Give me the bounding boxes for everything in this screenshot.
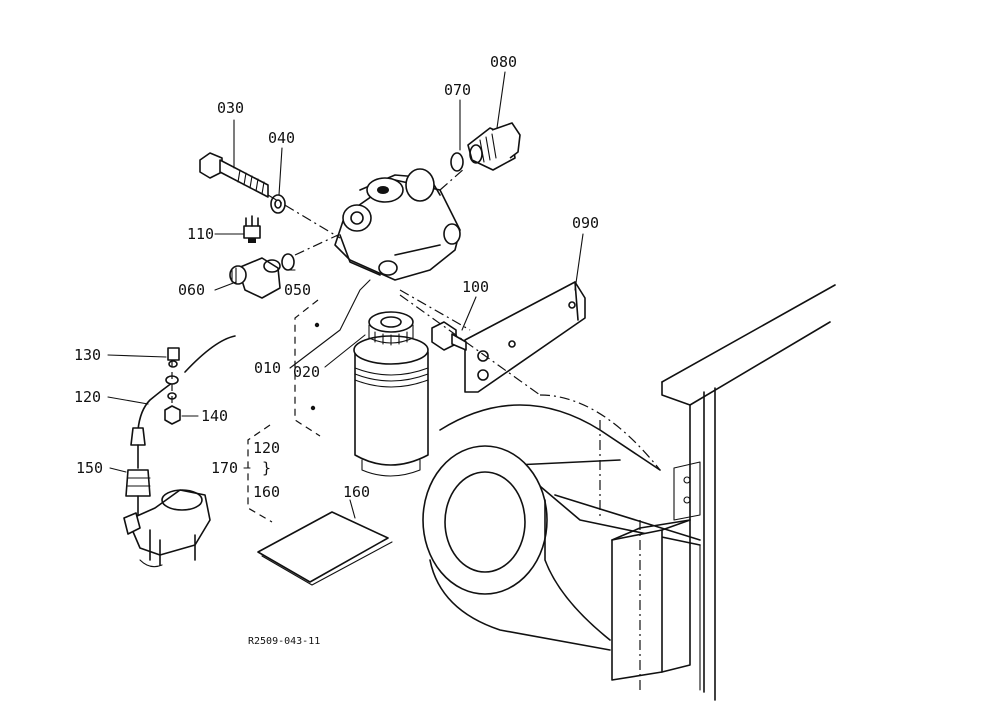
label-030: 030 xyxy=(217,99,244,117)
label-170: 170 xyxy=(211,459,238,477)
kit-label-bottom: 160 xyxy=(253,483,280,501)
filter-head xyxy=(334,168,461,281)
o-ring-070 xyxy=(450,152,464,172)
sensor-wiring xyxy=(123,335,236,568)
bracket-090 xyxy=(464,281,586,393)
filter-element xyxy=(368,311,414,346)
label-040: 040 xyxy=(268,129,295,147)
label-010: 010 xyxy=(254,359,281,377)
label-080: 080 xyxy=(490,53,517,71)
switch-110 xyxy=(243,215,261,243)
bolt-030 xyxy=(199,152,269,198)
label-090: 090 xyxy=(572,214,599,232)
label-060: 060 xyxy=(178,281,205,299)
ring-050 xyxy=(281,253,295,271)
label-130: 130 xyxy=(74,346,101,364)
part-labels: 030 040 070 080 090 100 110 060 050 010 … xyxy=(74,53,599,647)
label-070: 070 xyxy=(444,81,471,99)
washer-040 xyxy=(270,194,286,214)
label-120: 120 xyxy=(74,388,101,406)
drawing-code: R2509-043-11 xyxy=(248,636,320,647)
leader-lines xyxy=(107,71,584,519)
filter-cartridge xyxy=(353,335,429,477)
elbow-060 xyxy=(229,257,281,299)
label-110: 110 xyxy=(187,225,214,243)
kit-label-brace: } xyxy=(262,459,271,477)
gasket-sheet-160 xyxy=(257,511,393,586)
label-100: 100 xyxy=(462,278,489,296)
kit-label-top: 120 xyxy=(253,439,280,457)
label-050: 050 xyxy=(284,281,311,299)
label-150: 150 xyxy=(76,459,103,477)
fitting-080 xyxy=(439,122,521,191)
label-020: 020 xyxy=(293,363,320,381)
bolt-100 xyxy=(431,321,467,351)
engine-frame xyxy=(422,284,836,701)
label-160: 160 xyxy=(343,483,370,501)
label-140: 140 xyxy=(201,407,228,425)
